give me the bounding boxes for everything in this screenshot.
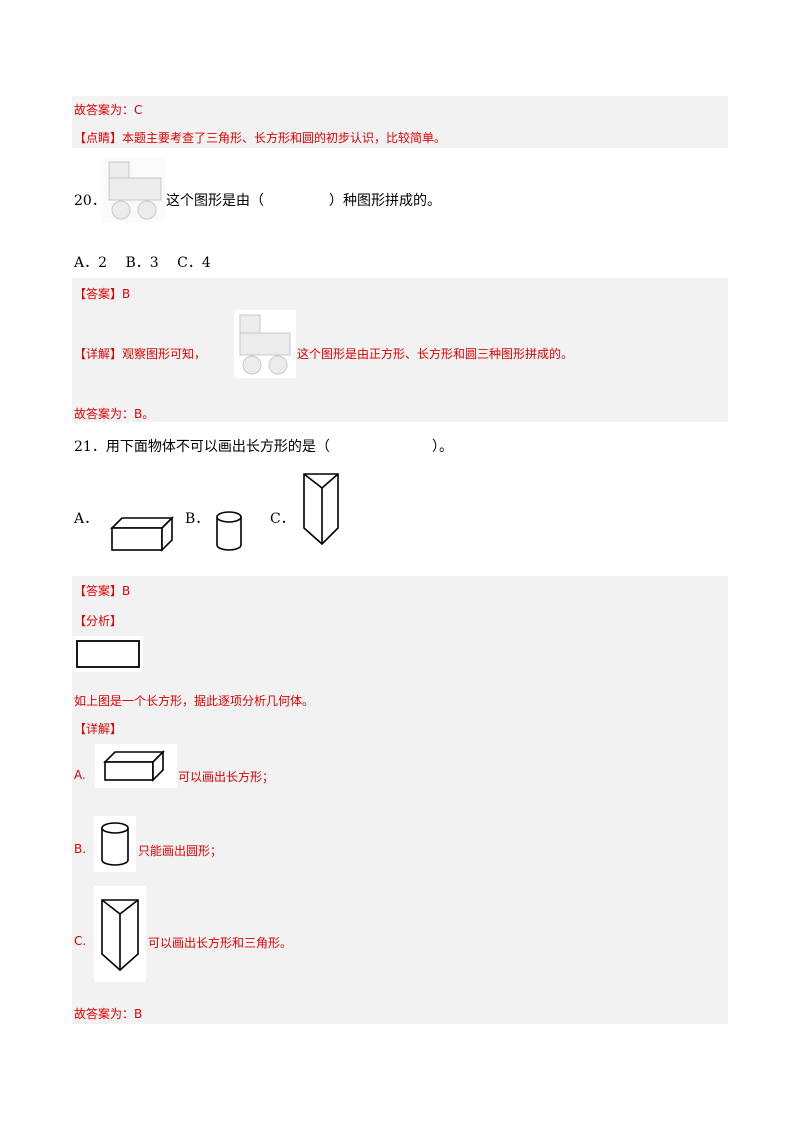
q21-detail-c-text: 可以画出长方形和三角形。 bbox=[148, 936, 293, 950]
q21-detail-head: 【详解】 bbox=[74, 722, 123, 736]
q21-option-a-label: A． bbox=[74, 511, 99, 527]
q21-detail-a-label: A. bbox=[74, 768, 86, 782]
cart-figure-image bbox=[103, 158, 165, 222]
q20-number: 20． bbox=[74, 193, 106, 209]
q21-final: 故答案为：B bbox=[74, 1007, 143, 1021]
q21-answer: 【答案】B bbox=[74, 584, 131, 598]
cuboid-figure-detail bbox=[95, 744, 177, 788]
rectangle-figure bbox=[73, 636, 143, 672]
q19-comment-line: 【点睛】本题主要考查了三角形、长方形和圆的初步认识，比较简单。 bbox=[74, 131, 447, 145]
q21-option-b-label: B． bbox=[185, 511, 210, 527]
triangular-prism-figure-detail bbox=[94, 886, 146, 982]
q21-option-c-label: C． bbox=[270, 511, 295, 527]
q21-analysis-head: 【分析】 bbox=[74, 614, 123, 628]
answer-panel-20 bbox=[72, 278, 728, 422]
q19-answer-line: 故答案为：C bbox=[74, 103, 143, 117]
cuboid-figure bbox=[110, 516, 174, 552]
q21-analysis-text: 如上图是一个长方形，据此逐项分析几何体。 bbox=[74, 694, 315, 708]
q20-stem-part2: ）种图形拼成的。 bbox=[329, 193, 441, 209]
cylinder-figure bbox=[214, 510, 244, 552]
q20-answer: 【答案】B bbox=[74, 287, 131, 301]
cylinder-figure-detail bbox=[94, 816, 136, 872]
answer-panel-19 bbox=[72, 96, 728, 148]
q20-options: A．2 B．3 C．4 bbox=[74, 255, 211, 271]
q20-stem-part1: 这个图形是由（ bbox=[166, 193, 264, 209]
q20-explain-part2: 这个图形是由正方形、长方形和圆三种图形拼成的。 bbox=[297, 347, 574, 361]
triangular-prism-figure bbox=[302, 472, 340, 546]
q21-detail-c-label: C. bbox=[74, 934, 87, 948]
q20-explain-part1: 【详解】观察图形可知， bbox=[74, 347, 207, 361]
q21-detail-b-text: 只能画出圆形； bbox=[138, 844, 223, 858]
q21-stem: 21．用下面物体不可以画出长方形的是（ bbox=[74, 439, 330, 455]
cart-figure-image-small bbox=[234, 310, 296, 378]
answer-panel-21 bbox=[72, 576, 728, 1024]
q21-detail-a-text: 可以画出长方形； bbox=[178, 770, 275, 784]
q21-stem-end: ）。 bbox=[432, 439, 453, 455]
q20-final: 故答案为：B。 bbox=[74, 407, 155, 421]
q21-detail-b-label: B. bbox=[74, 842, 87, 856]
